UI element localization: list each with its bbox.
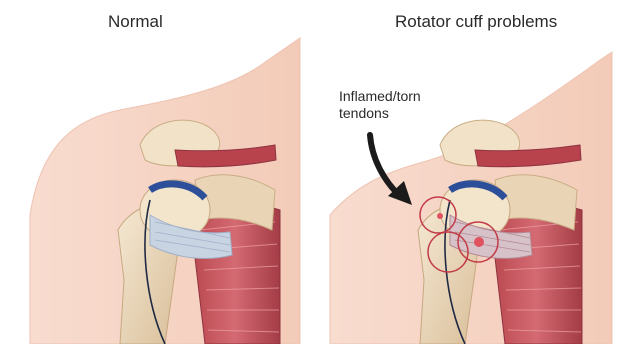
callout-label-line2: tendons: [339, 105, 389, 122]
panel-title-problems: Rotator cuff problems: [395, 12, 557, 32]
inflamed-spot: [474, 237, 484, 247]
panel-normal: [30, 38, 300, 344]
panel-title-normal: Normal: [108, 12, 163, 32]
callout-label-line1: Inflamed/torn: [339, 88, 421, 105]
inflamed-spot: [437, 213, 443, 219]
